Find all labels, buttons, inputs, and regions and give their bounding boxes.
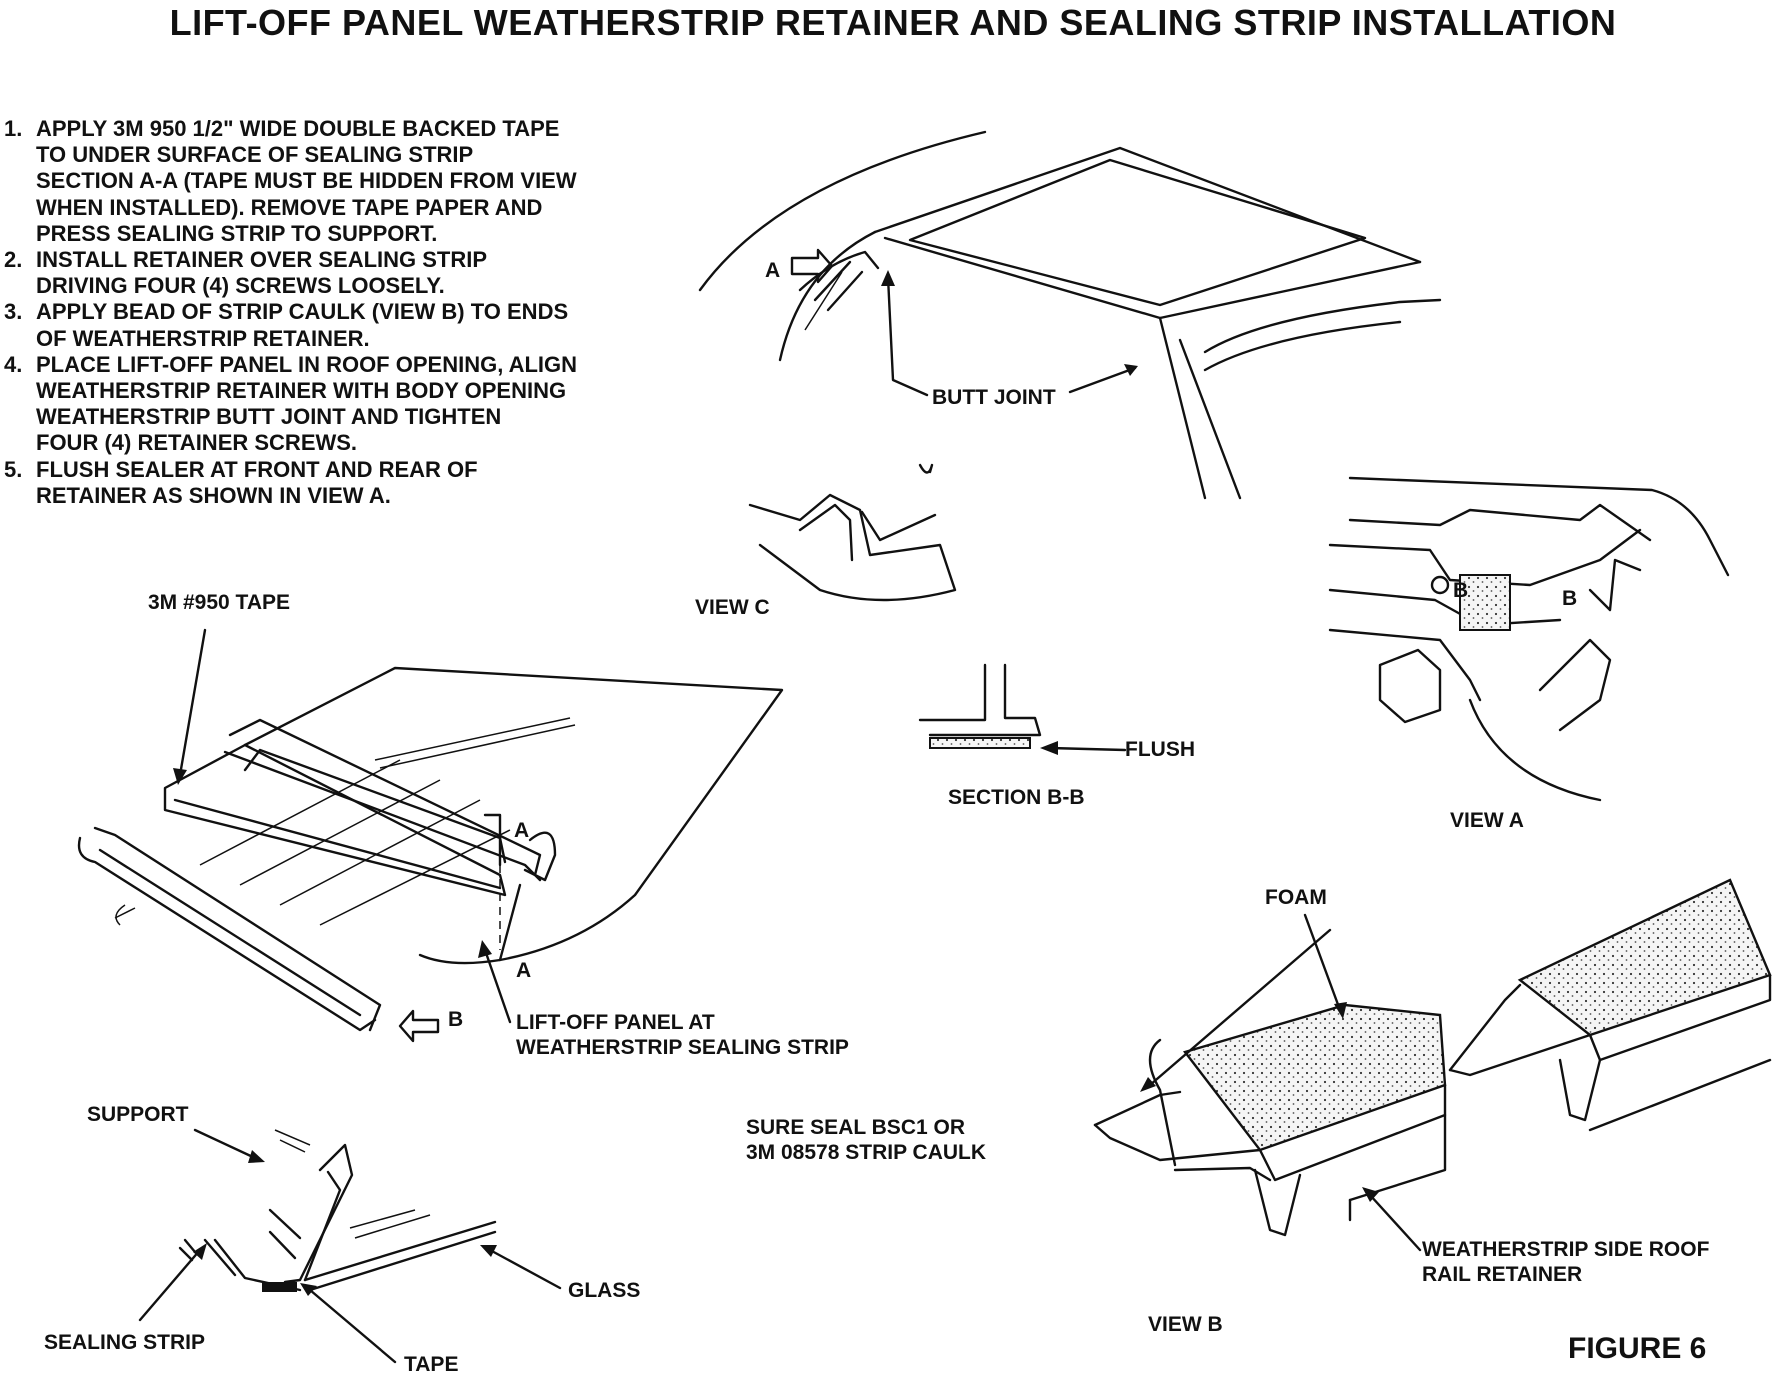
section-b-label: B bbox=[448, 1008, 464, 1031]
step-5: 5. FLUSH SEALER AT FRONT AND REAR OF RETA… bbox=[4, 457, 644, 509]
page-title: LIFT-OFF PANEL WEATHERSTRIP RETAINER AND… bbox=[169, 2, 1617, 43]
figure-number: FIGURE 6 bbox=[1568, 1332, 1707, 1365]
step-4: 4. PLACE LIFT-OFF PANEL IN ROOF OPENING, … bbox=[4, 352, 644, 457]
tape-950-label: 3M #950 TAPE bbox=[148, 591, 291, 614]
view-b-label: VIEW B bbox=[1148, 1313, 1223, 1336]
support-label: SUPPORT bbox=[87, 1103, 189, 1126]
foam-label: FOAM bbox=[1265, 886, 1327, 909]
step-1: 1. APPLY 3M 950 1/2" WIDE DOUBLE BACKED T… bbox=[4, 116, 644, 247]
section-arrow-a bbox=[790, 248, 834, 284]
glass-label: GLASS bbox=[568, 1279, 641, 1302]
step-2: 2. INSTALL RETAINER OVER SEALING STRIP DR… bbox=[4, 247, 644, 299]
view-a-b1-label: B bbox=[1453, 579, 1469, 602]
liftoff-panel-drawing bbox=[77, 666, 784, 1032]
section-bb-label: SECTION B-B bbox=[948, 786, 1085, 809]
section-a-label: A bbox=[765, 259, 781, 282]
step-number: 3. bbox=[4, 299, 23, 325]
step-number: 2. bbox=[4, 247, 23, 273]
step-number: 4. bbox=[4, 351, 23, 377]
step-number: 1. bbox=[4, 116, 23, 141]
step-text: APPLY 3M 950 1/2" WIDE DOUBLE BACKED TAP… bbox=[36, 116, 577, 246]
step-text: APPLY BEAD OF STRIP CAULK (VIEW B) TO EN… bbox=[36, 299, 569, 351]
step-text: FLUSH SEALER AT FRONT AND REAR OF RETAIN… bbox=[36, 456, 478, 508]
section-a-line bbox=[483, 813, 502, 867]
sure-seal-label: SURE SEAL BSC1 OR 3M 08578 STRIP CAULK bbox=[746, 1116, 987, 1164]
tape-label: TAPE bbox=[404, 1353, 459, 1376]
section-a-bottom-label: A bbox=[516, 959, 532, 982]
step-text: PLACE LIFT-OFF PANEL IN ROOF OPENING, AL… bbox=[36, 351, 578, 456]
sure-seal-leader bbox=[1148, 928, 1332, 1087]
view-b-drawing bbox=[1093, 878, 1772, 1237]
roof-overview-drawing bbox=[698, 130, 1442, 500]
liftoff-panel-label: LIFT-OFF PANEL AT WEATHERSTRIP SEALING S… bbox=[516, 1011, 849, 1059]
view-a-drawing bbox=[1328, 476, 1730, 802]
sealing-strip-label: SEALING STRIP bbox=[44, 1331, 206, 1354]
view-a-label: VIEW A bbox=[1450, 809, 1524, 832]
step-3: 3. APPLY BEAD OF STRIP CAULK (VIEW B) TO … bbox=[4, 299, 644, 351]
installation-steps: 1. APPLY 3M 950 1/2" WIDE DOUBLE BACKED T… bbox=[4, 116, 644, 509]
step-text: INSTALL RETAINER OVER SEALING STRIP DRIV… bbox=[36, 247, 488, 299]
weatherstrip-retainer-label: WEATHERSTRIP SIDE ROOF RAIL RETAINER bbox=[1422, 1238, 1710, 1286]
view-c-label: VIEW C bbox=[695, 596, 770, 619]
section-a-top-label: A bbox=[514, 819, 530, 842]
step-number: 5. bbox=[4, 456, 23, 482]
view-c-drawing bbox=[748, 463, 957, 602]
section-arrow-b bbox=[398, 1009, 440, 1043]
sealing-strip-section-drawing bbox=[178, 1129, 497, 1292]
section-bb-drawing bbox=[918, 663, 1127, 755]
butt-joint-leader bbox=[886, 275, 929, 397]
tape-950-leader bbox=[178, 628, 207, 777]
flush-label: FLUSH bbox=[1125, 738, 1195, 761]
butt-joint-label: BUTT JOINT bbox=[932, 386, 1056, 409]
view-a-b2-label: B bbox=[1562, 587, 1578, 610]
